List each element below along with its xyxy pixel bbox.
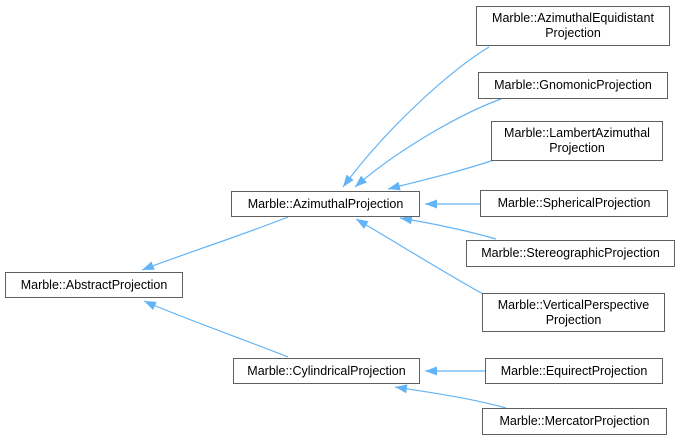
- edge-stereographic-to-azimuthal: [399, 215, 497, 240]
- class-node-label: Marble::GnomonicProjection: [494, 78, 652, 92]
- class-node-vertical-perspective-projection[interactable]: Marble::VerticalPerspective Projection: [482, 293, 665, 332]
- edge-vertical-perspective-to-azimuthal: [355, 218, 484, 295]
- class-node-label: Marble::StereographicProjection: [481, 246, 660, 260]
- class-node-lambert-azimuthal-projection[interactable]: Marble::LambertAzimuthal Projection: [491, 121, 663, 161]
- class-node-stereographic-projection[interactable]: Marble::StereographicProjection: [466, 240, 675, 267]
- edge-lambert-azimuthal-to-azimuthal: [387, 159, 495, 191]
- class-node-label: Marble::CylindricalProjection: [247, 363, 406, 378]
- class-node-cylindrical-projection[interactable]: Marble::CylindricalProjection: [233, 358, 420, 384]
- class-node-label: Marble::EquirectProjection: [500, 363, 648, 378]
- class-node-abstract-projection[interactable]: Marble::AbstractProjection: [5, 272, 183, 298]
- class-node-mercator-projection[interactable]: Marble::MercatorProjection: [482, 408, 667, 435]
- class-node-spherical-projection[interactable]: Marble::SphericalProjection: [480, 190, 668, 217]
- class-node-label: Marble::MercatorProjection: [499, 414, 650, 428]
- edge-gnomonic-to-azimuthal: [354, 98, 502, 188]
- class-node-equirect-projection[interactable]: Marble::EquirectProjection: [485, 358, 663, 384]
- class-node-label: Marble::AzimuthalProjection: [247, 196, 404, 211]
- class-node-label: Marble::LambertAzimuthal Projection: [504, 126, 650, 155]
- edge-mercator-to-cylindrical: [394, 384, 507, 409]
- edge-cylindrical-to-abstract: [143, 300, 289, 358]
- edge-azimuthal-equidistant-to-azimuthal: [342, 46, 490, 188]
- class-node-label: Marble::VerticalPerspective Projection: [497, 297, 650, 327]
- class-node-gnomonic-projection[interactable]: Marble::GnomonicProjection: [478, 72, 668, 99]
- class-node-azimuthal-projection[interactable]: Marble::AzimuthalProjection: [231, 191, 420, 217]
- class-node-label: Marble::AbstractProjection: [20, 277, 168, 292]
- edge-azimuthal-to-abstract: [141, 216, 289, 271]
- class-node-label: Marble::SphericalProjection: [497, 196, 651, 210]
- class-node-azimuthal-equidistant-projection[interactable]: Marble::AzimuthalEquidistant Projection: [476, 6, 670, 46]
- class-node-label: Marble::AzimuthalEquidistant Projection: [492, 11, 654, 40]
